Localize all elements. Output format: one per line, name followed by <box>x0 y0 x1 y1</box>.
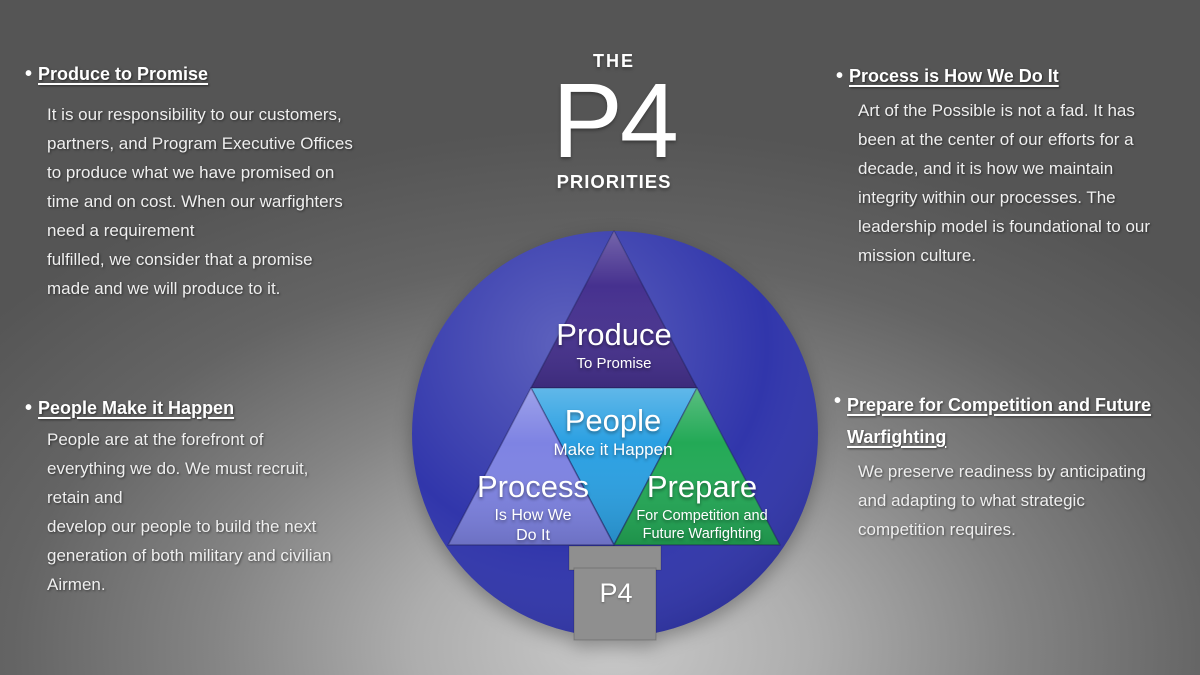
pedestal-body <box>573 567 657 641</box>
section-people-make-it-happen: • People Make it Happen People are at th… <box>25 396 387 599</box>
section-produce-to-promise: • Produce to Promise It is our responsib… <box>25 62 387 303</box>
bullet-icon: • <box>834 390 842 412</box>
bullet-icon: • <box>836 65 844 87</box>
body-prepare-for-competition: We preserve readiness by anticipating an… <box>858 462 1146 539</box>
heading-people-make-it-happen: People Make it Happen <box>38 398 235 418</box>
produce-triangle-label: Produce To Promise <box>556 318 671 374</box>
prepare-triangle-label: Prepare For Competition and Future Warfi… <box>636 470 767 543</box>
title-subtitle: PRIORITIES <box>556 171 672 192</box>
section-heading-row: • Produce to Promise <box>25 62 387 86</box>
title-kicker: THE <box>593 51 635 71</box>
pedestal-cap <box>568 545 662 571</box>
process-sublabel: Is How We Do It <box>494 507 572 544</box>
prepare-label: Prepare <box>646 469 758 504</box>
people-sublabel: Make it Happen <box>553 440 673 459</box>
people-triangle-label: People Make it Happen <box>553 404 672 460</box>
section-heading-row: • People Make it Happen <box>25 396 387 420</box>
section-heading-row: • Prepare for Competition and Future War… <box>834 389 1200 453</box>
heading-produce-to-promise: Produce to Promise <box>38 64 209 84</box>
process-label: Process <box>477 469 589 504</box>
produce-sublabel: To Promise <box>576 355 652 372</box>
section-process-is-how-we-do-it: • Process is How We Do It Art of the Pos… <box>836 64 1198 270</box>
body-process-is-how-we-do-it: Art of the Possible is not a fad. It has… <box>858 101 1151 265</box>
body-people-make-it-happen: People are at the forefront of everythin… <box>47 430 332 594</box>
title-main: P4 <box>552 62 679 180</box>
heading-prepare-for-competition: Prepare for Competition and Future Warfi… <box>847 395 1152 447</box>
pedestal-label: P4 <box>599 578 633 608</box>
heading-process-is-how-we-do-it: Process is How We Do It <box>849 66 1059 86</box>
people-label: People <box>564 403 662 438</box>
section-heading-row: • Process is How We Do It <box>836 64 1198 88</box>
bullet-icon: • <box>25 397 33 419</box>
prepare-sublabel: For Competition and Future Warfighting <box>636 508 768 542</box>
body-produce-to-promise: It is our responsibility to our customer… <box>47 105 353 298</box>
produce-label: Produce <box>556 317 672 352</box>
section-prepare-for-competition: • Prepare for Competition and Future War… <box>834 389 1200 544</box>
bullet-icon: • <box>25 63 33 85</box>
process-triangle-label: Process Is How We Do It <box>477 470 589 546</box>
